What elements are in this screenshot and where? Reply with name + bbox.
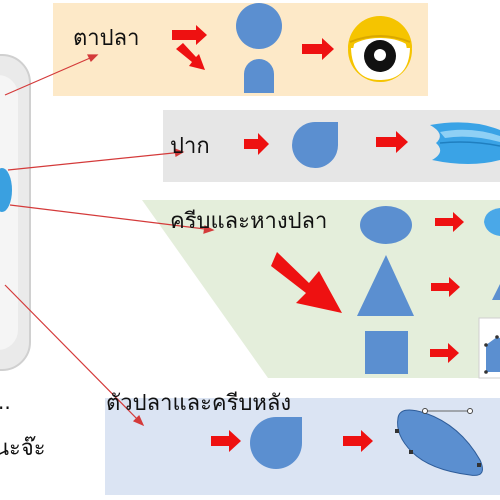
red-arrow-eye-right — [302, 38, 334, 60]
big-red-arrow — [271, 252, 342, 313]
fin-triangle-shape — [357, 255, 414, 316]
red-arrow-fin-2 — [431, 277, 460, 297]
red-arrow-body-left — [211, 430, 241, 452]
pointer-arrowhead-eye — [87, 54, 99, 63]
fin-square-shape — [365, 331, 408, 374]
mouth-teardrop-shape — [292, 122, 339, 168]
fin-result-3-shape — [486, 337, 500, 372]
fish-eye-highlight — [374, 49, 386, 61]
label-body-dorsal: ตัวปลาและครีบหลัง — [106, 391, 292, 416]
anchor-point-3 — [409, 450, 413, 454]
pointer-line-body — [4, 284, 144, 426]
fin-result-3-handle-3 — [484, 370, 488, 374]
fin-ellipse-shape — [360, 206, 412, 244]
fish-image-inner — [0, 75, 18, 350]
bezier-handle-end — [467, 408, 473, 414]
pointer-line-mouth — [7, 151, 184, 171]
label-mouth: ปาก — [170, 134, 210, 159]
fin-result-3-handle-2 — [495, 335, 499, 339]
pointer-arrowhead-mouth — [174, 148, 185, 157]
fin-result-3-handle-1 — [484, 343, 488, 347]
fish-lips-seam — [439, 141, 500, 147]
pointer-line-fins — [9, 204, 214, 231]
red-arrow-mouth-left — [244, 133, 269, 155]
fish-eye-lid-edge — [349, 35, 411, 43]
left-partial-text-1: .. — [0, 390, 11, 414]
red-arrow-eye-upper — [172, 25, 207, 45]
fish-lips-highlight — [440, 129, 500, 142]
red-arrow-mouth-right — [376, 131, 408, 153]
pointer-arrowhead-body — [132, 414, 145, 427]
red-arrow-eye-lower — [176, 43, 205, 70]
label-fins-tail: ครีบและหางปลา — [170, 209, 328, 234]
red-arrow-body-right — [343, 430, 373, 452]
label-eye: ตาปลา — [73, 26, 140, 51]
fin-result-1-partial — [484, 208, 500, 236]
anchor-point-1 — [395, 429, 399, 433]
fin-result-2-partial — [492, 284, 500, 300]
anchor-point-2 — [477, 463, 481, 467]
body-teardrop-shape — [250, 417, 302, 469]
eye-head-circle — [236, 3, 282, 49]
left-partial-text-2: นะจ๊ะ — [0, 436, 46, 461]
fish-image-blue-fragment — [0, 168, 12, 212]
red-arrow-fin-1 — [435, 212, 464, 232]
eye-body-shape — [244, 59, 274, 93]
bezier-handle-start — [422, 408, 428, 414]
fish-body-curve-shape — [397, 409, 483, 476]
fish-eye-lid — [348, 16, 412, 48]
pointer-line-eye — [4, 54, 98, 96]
red-arrow-fin-3 — [430, 343, 459, 363]
pointer-arrowhead-fins — [203, 225, 215, 234]
